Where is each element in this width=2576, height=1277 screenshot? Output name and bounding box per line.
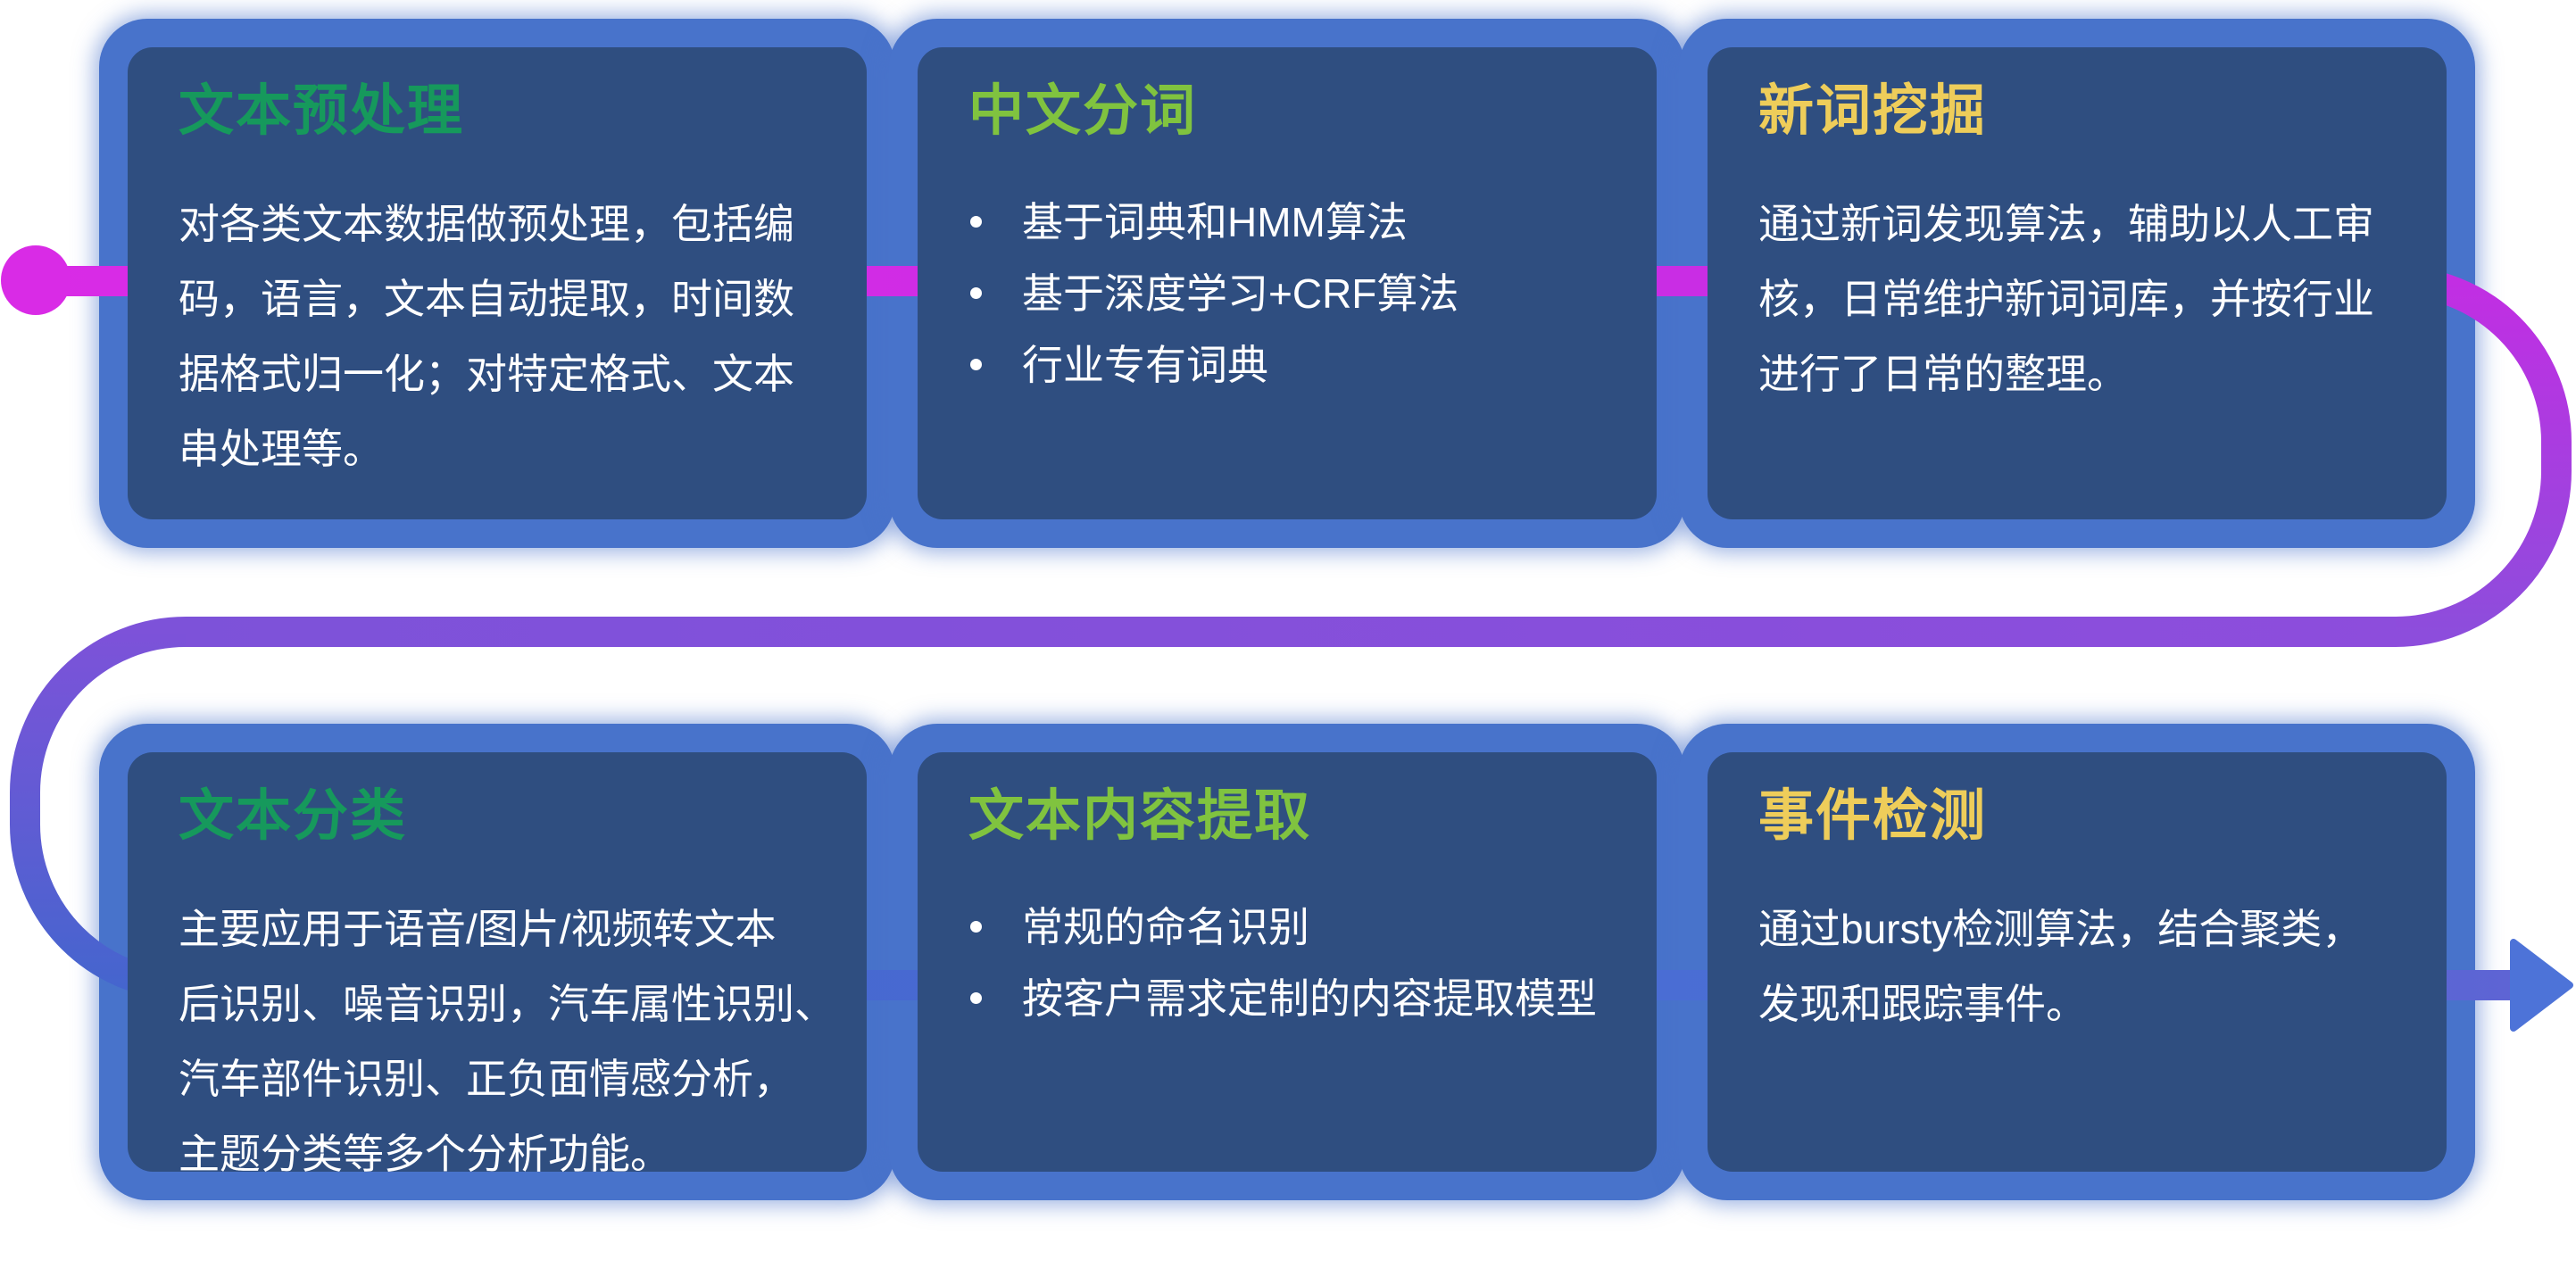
body-line: 对各类文本数据做预处理，包括编 xyxy=(179,201,794,247)
card-title: 文本预处理 xyxy=(179,80,465,142)
bullet-item: 按客户需求定制的内容提取模型 xyxy=(968,963,1606,1034)
card-text-classification: 文本分类 主要应用于语音/图片/视频转文本 后识别、噪音识别，汽车属性识别、 汽… xyxy=(128,752,867,1177)
bullet-item: 常规的命名识别 xyxy=(968,891,1606,963)
bullet-item: 行业专有词典 xyxy=(968,329,1606,401)
body-line: 通过bursty检测算法，结合聚类， xyxy=(1758,906,2364,952)
card-body: 通过新词发现算法，辅助以人工审 核，日常维护新词词库，并按行业 进行了日常的整理… xyxy=(1758,187,2396,411)
card-bullet-list: 常规的命名识别 按客户需求定制的内容提取模型 xyxy=(968,891,1606,1034)
body-line: 码，语言，文本自动提取，时间数 xyxy=(179,276,794,322)
flow-start-icon xyxy=(1,245,71,315)
card-title: 文本分类 xyxy=(179,785,408,847)
bullet-item: 基于词典和HMM算法 xyxy=(968,187,1606,258)
card-title: 新词挖掘 xyxy=(1758,80,1988,142)
body-line: 核，日常维护新词词库，并按行业 xyxy=(1758,276,2374,322)
bullet-text: 常规的命名识别 xyxy=(1022,904,1309,950)
card-content-extraction: 文本内容提取 常规的命名识别 按客户需求定制的内容提取模型 xyxy=(918,752,1657,1172)
bullet-dot-icon xyxy=(970,921,982,933)
card-text-preprocessing: 文本预处理 对各类文本数据做预处理，包括编 码，语言，文本自动提取，时间数 据格… xyxy=(128,47,867,519)
bullet-text: 行业专有词典 xyxy=(1022,342,1268,388)
card-bullet-list: 基于词典和HMM算法 基于深度学习+CRF算法 行业专有词典 xyxy=(968,187,1606,401)
bullet-dot-icon xyxy=(970,216,982,228)
connector-left-turn xyxy=(10,617,187,1000)
body-line: 主题分类等多个分析功能。 xyxy=(179,1131,671,1177)
card-title: 事件检测 xyxy=(1758,785,1988,847)
body-line: 据格式归一化；对特定格式、文本 xyxy=(179,351,794,397)
card-title: 文本内容提取 xyxy=(968,785,1312,847)
bullet-item: 基于深度学习+CRF算法 xyxy=(968,258,1606,329)
flow-end-arrow-icon xyxy=(2510,939,2573,1032)
bullet-dot-icon xyxy=(970,359,982,370)
connector-right-turn xyxy=(2395,266,2572,647)
card-title: 中文分词 xyxy=(968,80,1198,142)
card-chinese-segmentation: 中文分词 基于词典和HMM算法 基于深度学习+CRF算法 行业专有词典 xyxy=(918,47,1657,519)
bullet-dot-icon xyxy=(970,992,982,1004)
card-event-detection: 事件检测 通过bursty检测算法，结合聚类， 发现和跟踪事件。 xyxy=(1708,752,2447,1172)
body-line: 发现和跟踪事件。 xyxy=(1758,981,2087,1027)
body-line: 后识别、噪音识别，汽车属性识别、 xyxy=(179,981,835,1027)
card-new-word-mining: 新词挖掘 通过新词发现算法，辅助以人工审 核，日常维护新词词库，并按行业 进行了… xyxy=(1708,47,2447,519)
body-line: 串处理等。 xyxy=(179,426,384,472)
card-body: 对各类文本数据做预处理，包括编 码，语言，文本自动提取，时间数 据格式归一化；对… xyxy=(179,187,816,486)
bullet-text: 基于词典和HMM算法 xyxy=(1022,199,1408,245)
body-line: 进行了日常的整理。 xyxy=(1758,351,2128,397)
bullet-dot-icon xyxy=(970,287,982,299)
bullet-text: 按客户需求定制的内容提取模型 xyxy=(1022,975,1597,1022)
body-line: 主要应用于语音/图片/视频转文本 xyxy=(179,906,777,952)
body-line: 通过新词发现算法，辅助以人工审 xyxy=(1758,201,2374,247)
body-line: 汽车部件识别、正负面情感分析， xyxy=(179,1056,794,1102)
card-body: 通过bursty检测算法，结合聚类， 发现和跟踪事件。 xyxy=(1758,891,2396,1041)
card-body: 主要应用于语音/图片/视频转文本 后识别、噪音识别，汽车属性识别、 汽车部件识别… xyxy=(179,891,835,1191)
bullet-text: 基于深度学习+CRF算法 xyxy=(1022,270,1459,317)
